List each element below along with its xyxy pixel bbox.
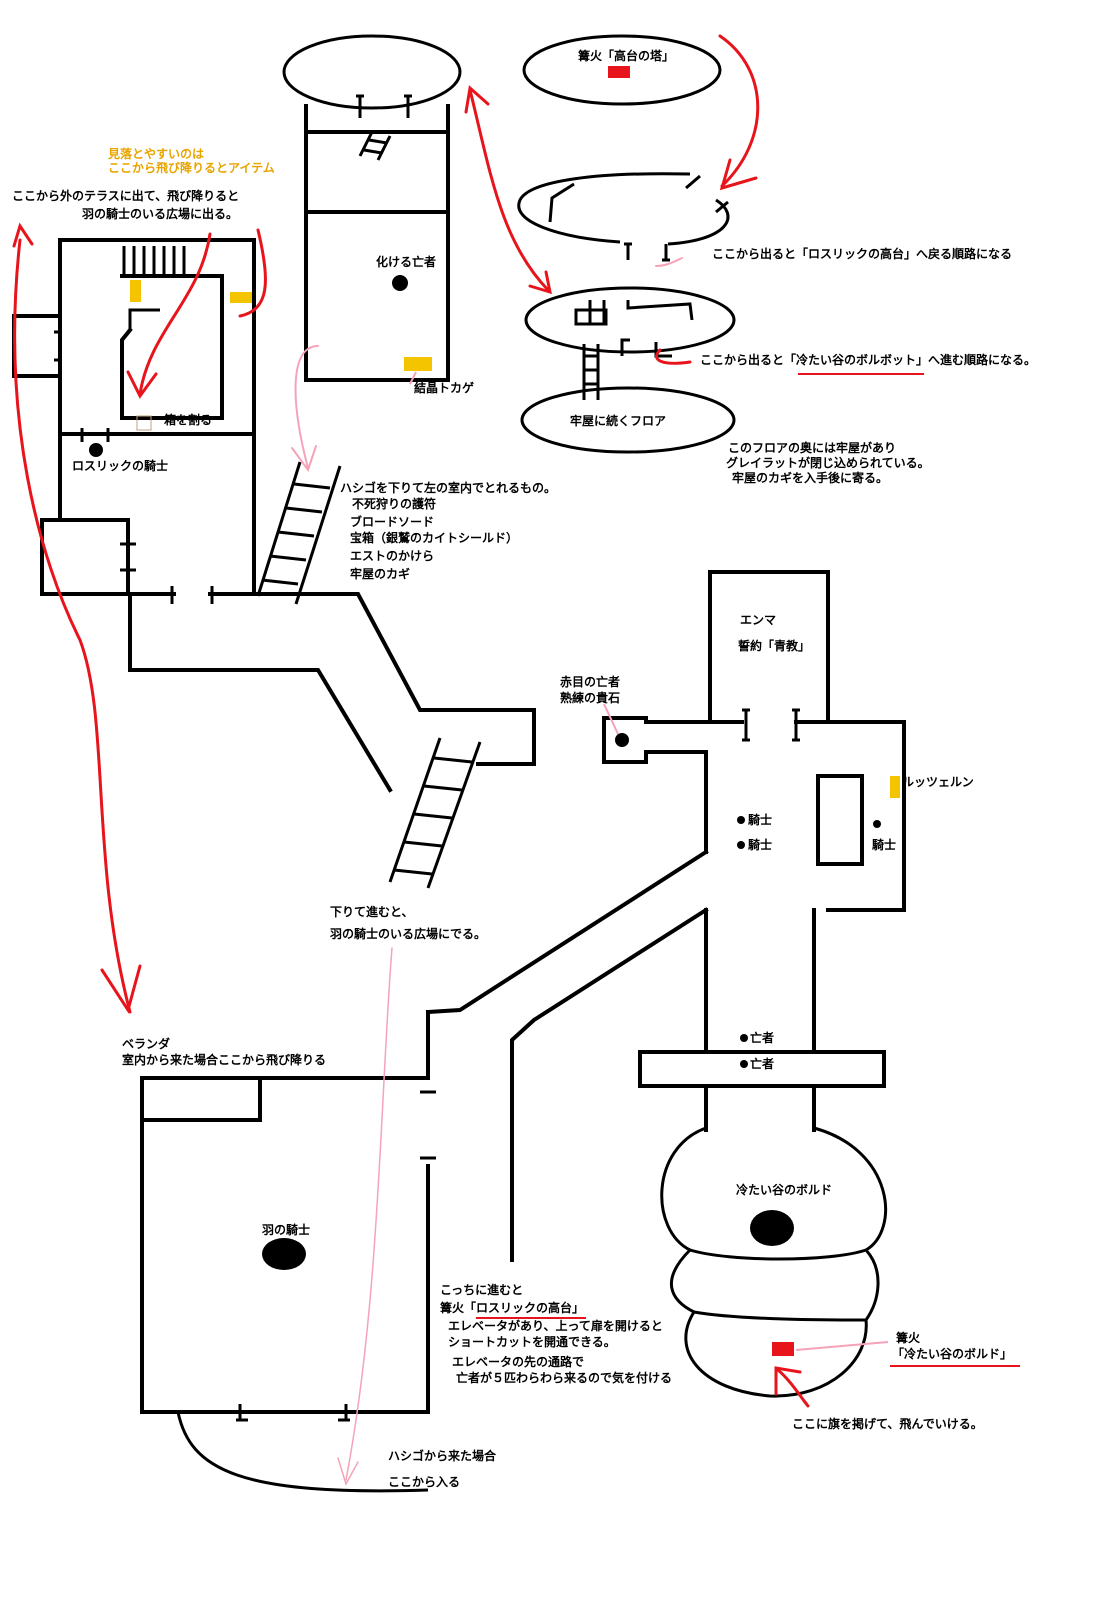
break-box-label: 箱を割る xyxy=(164,412,212,427)
hollow-morph-label: 化ける亡者 xyxy=(376,254,436,269)
descend-note-line-1: 下りて進むと、 xyxy=(330,904,414,919)
terrace-note-line-2: 羽の騎士のいる広場に出る。 xyxy=(82,206,238,221)
bonfire-boss-label-1: 篝火 xyxy=(896,1330,921,1345)
proceed-note-line-5: エレベータの先の通路で xyxy=(452,1354,584,1369)
proceed-note-line-4: ショートカットを開通できる。 xyxy=(448,1334,616,1349)
ladder-floor xyxy=(524,286,736,400)
breakable-box-icon xyxy=(136,415,152,431)
bonfire-tower-floor xyxy=(522,34,722,106)
enemy-marker xyxy=(740,1060,748,1068)
item-marker xyxy=(404,357,432,371)
prison-note-line-3: 牢屋のカギを入手後に寄る。 xyxy=(732,470,888,485)
item-marker xyxy=(230,292,252,303)
knight-label-3: 騎士 xyxy=(872,837,896,852)
prison-floor xyxy=(520,386,736,454)
right-complex xyxy=(425,570,906,1262)
enemy-marker xyxy=(737,841,745,849)
ladder-item-2: ブロードソード xyxy=(350,514,434,529)
emma-label: エンマ xyxy=(740,613,776,627)
item-marker xyxy=(130,280,141,302)
exit-cold-valley-label: ここから出ると「冷たい谷のボルボット」へ進む順路になる。 xyxy=(700,352,1036,367)
knight-label-1: 騎士 xyxy=(748,812,772,827)
enemy-marker xyxy=(873,820,881,828)
roslic-knight-label: ロスリックの騎士 xyxy=(72,458,168,473)
boss-marker xyxy=(750,1210,794,1246)
red-eye-item-label: 熟練の貴石 xyxy=(560,690,620,705)
prison-note-line-2: グレイラットが閉じ込められている。 xyxy=(726,455,930,470)
flag-note-label: ここに旗を掲げて、飛んでいける。 xyxy=(792,1416,983,1431)
enemy-marker xyxy=(392,275,408,291)
ladder-icon xyxy=(388,737,482,889)
proceed-note-line-1: こっちに進むと xyxy=(440,1282,523,1297)
cold-valley-boss-label: 冷たい谷のボルド xyxy=(736,1182,832,1197)
stairs-icon xyxy=(122,246,186,276)
proceed-note-line-6: 亡者が５匹わらわら来るので気を付ける xyxy=(456,1370,672,1385)
ladder-item-4: エストのかけら xyxy=(350,549,434,563)
ladder-icon xyxy=(256,461,342,605)
enemy-marker xyxy=(740,1034,748,1042)
middle-floor xyxy=(517,172,730,262)
ladder-item-5: 牢屋のカギ xyxy=(350,566,410,581)
enemy-marker xyxy=(89,443,103,457)
red-eye-hollow-label: 赤目の亡者 xyxy=(560,674,620,689)
bonfire-marker xyxy=(608,66,630,78)
lucerne-label: ルッツェルン xyxy=(902,775,974,789)
exit-roslic-label: ここから出ると「ロスリックの高台」へ戻る順路になる xyxy=(712,246,1012,261)
prison-note-line-1: このフロアの奥には牢屋があり xyxy=(728,440,896,455)
bonfire-tower-label: 篝火「高台の塔」 xyxy=(578,48,674,63)
hollow-label-1: 亡者 xyxy=(750,1030,774,1045)
ladder-icon xyxy=(358,131,392,161)
prison-floor-label: 牢屋に続くフロア xyxy=(570,413,666,428)
hint-orange-line-1: 見落とやすいのは xyxy=(107,146,204,161)
enemy-marker xyxy=(737,816,745,824)
hollow-label-2: 亡者 xyxy=(750,1056,774,1071)
winged-knight-plaza xyxy=(140,1010,436,1493)
ladder-item-3: 宝箱（銀鷲のカイトシールド） xyxy=(350,530,518,545)
covenant-label: 誓約「青教」 xyxy=(738,638,810,653)
terrace-note-line-1: ここから外のテラスに出て、飛び降りると xyxy=(12,188,239,203)
from-ladder-line-1: ハシゴから来た場合 xyxy=(388,1448,497,1463)
descend-note-line-2: 羽の騎士のいる広場にでる。 xyxy=(330,926,486,941)
route-arrows xyxy=(12,34,810,1486)
bonfire-marker xyxy=(772,1342,794,1356)
tower-building xyxy=(282,34,462,382)
from-ladder-line-2: ここから入る xyxy=(388,1475,460,1489)
ladder-items-title: ハシゴを下りて左の室内でとれるもの。 xyxy=(340,480,556,495)
boss-arena xyxy=(660,1126,887,1398)
veranda-label-2: 室内から来た場合ここから飛び降りる xyxy=(122,1052,326,1067)
proceed-note-line-3: エレベータがあり、上って扉を開けると xyxy=(448,1318,663,1333)
knight-label-2: 騎士 xyxy=(748,837,772,852)
winged-knight-label: 羽の騎士 xyxy=(262,1222,310,1237)
boss-marker xyxy=(262,1238,306,1270)
veranda-label-1: ベランダ xyxy=(122,1036,170,1051)
main-corridor xyxy=(128,461,536,889)
hint-orange-line-2: ここから飛び降りるとアイテム xyxy=(108,160,275,175)
crystal-lizard-label: 結晶トカゲ xyxy=(414,380,474,395)
bonfire-boss-label-2: 「冷たい谷のボルド」 xyxy=(892,1346,1012,1361)
proceed-bonfire-label: 篝火「ロスリックの高台」 xyxy=(440,1300,584,1315)
item-marker xyxy=(890,776,900,798)
enemy-marker xyxy=(615,733,629,747)
ladder-item-1: 不死狩りの護符 xyxy=(352,496,436,511)
left-building xyxy=(12,238,256,604)
